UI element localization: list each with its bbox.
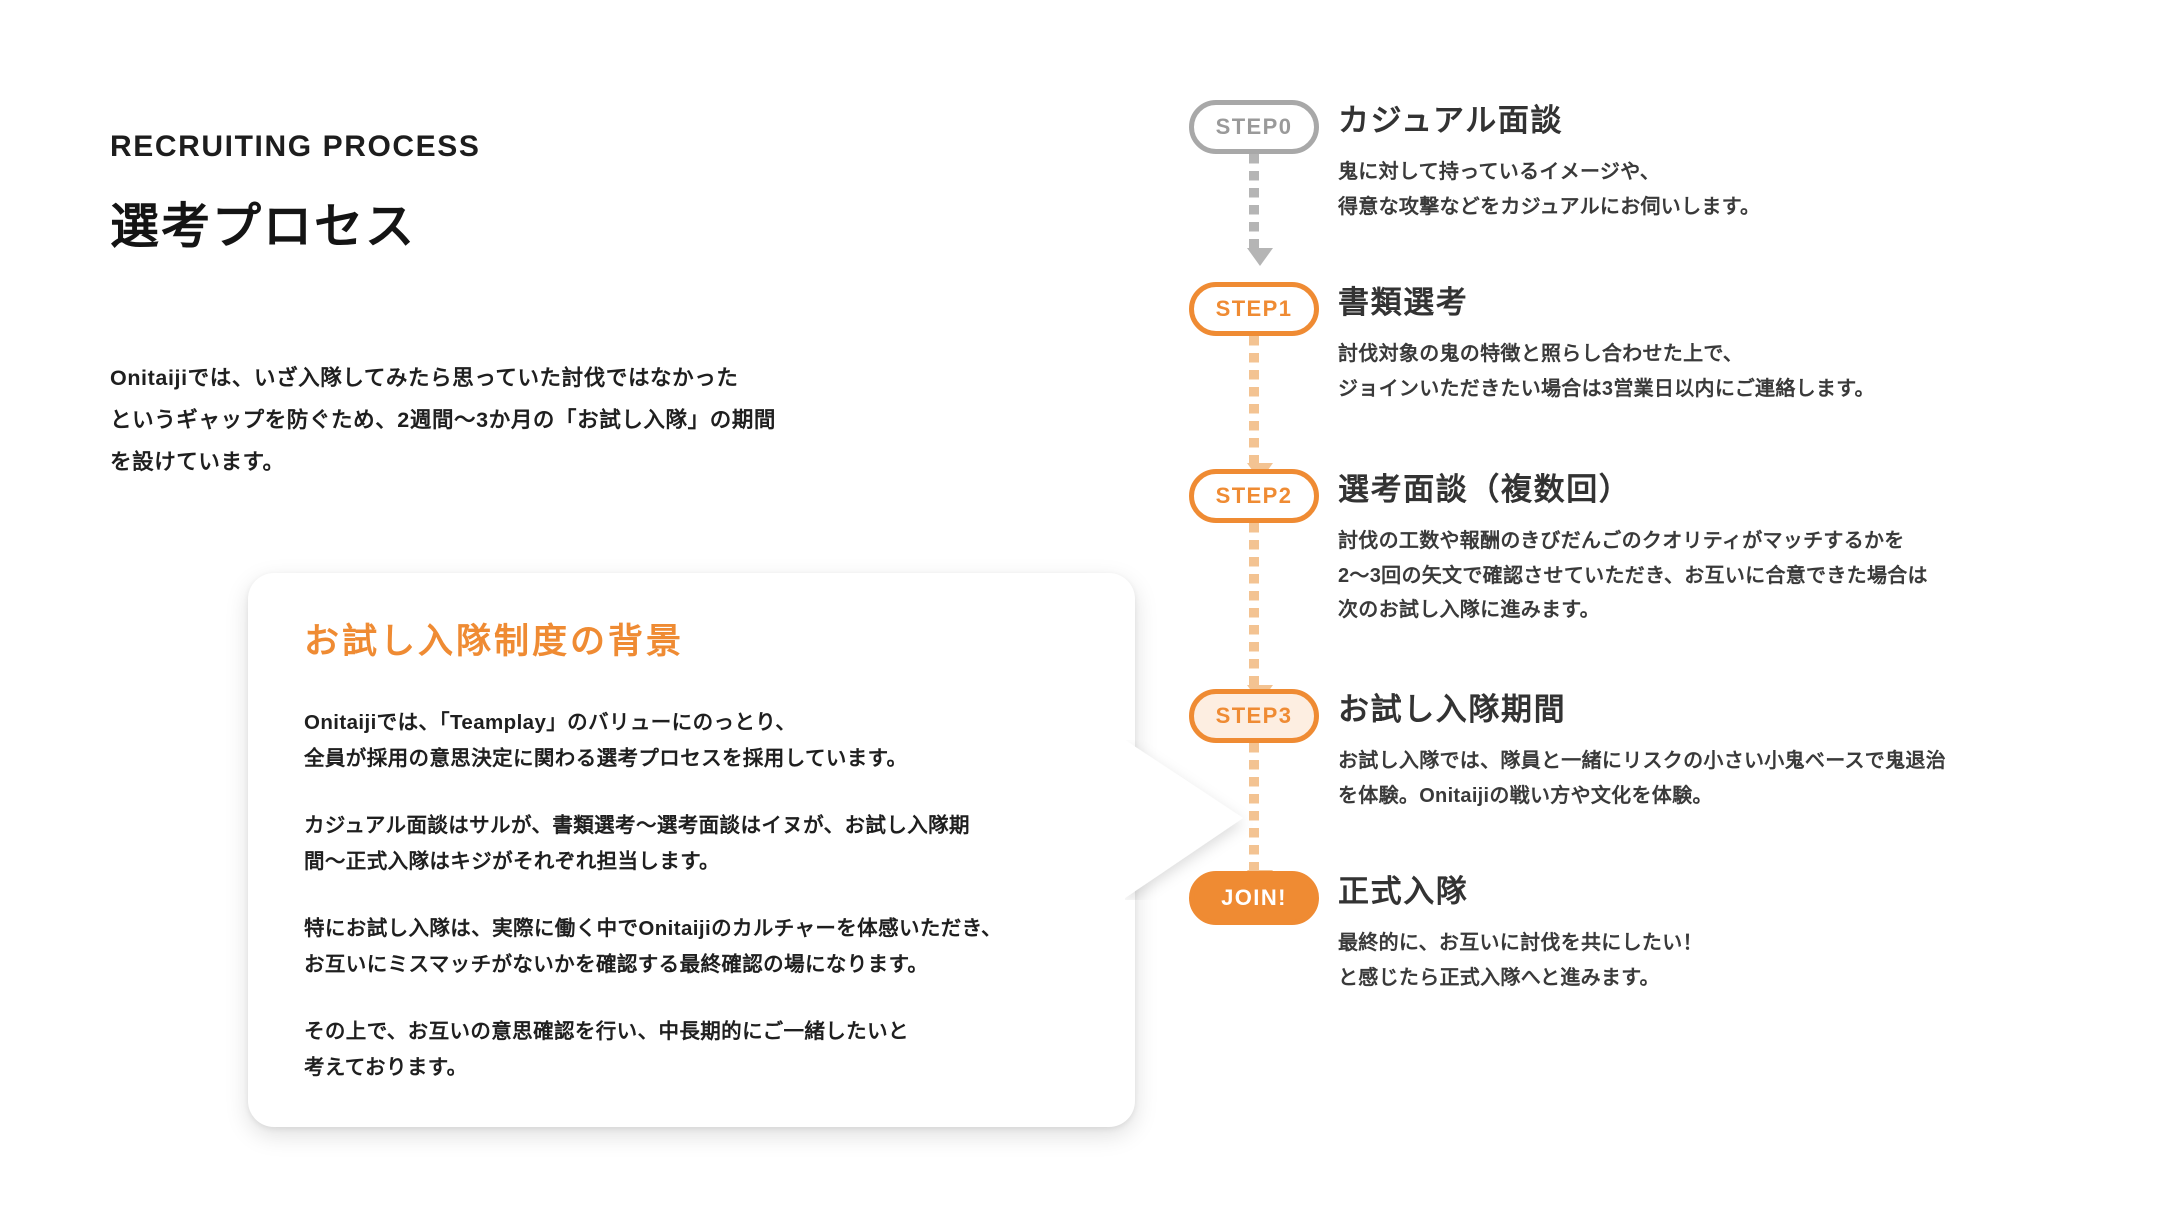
step-content: 選考面談（複数回） 討伐の工数や報酬のきびだんごのクオリティがマッチするかを 2… — [1328, 469, 1928, 627]
timeline-step: STEP2 選考面談（複数回） 討伐の工数や報酬のきびだんごのクオリティがマッチ… — [1180, 468, 2140, 703]
connector-step2-to-step3 — [1247, 522, 1273, 703]
timeline-step: STEP3 お試し入隊期間 お試し入隊では、隊員と一緒にリスクの小さい小鬼ベース… — [1180, 689, 2140, 889]
timeline-step: JOIN! 正式入隊 最終的に、お互いに討伐を共にしたい！ と感じたら正式入隊へ… — [1180, 871, 2140, 995]
callout-paragraph: 特にお試し入隊は、実際に働く中でOnitaijiのカルチャーを体感いただき、 お… — [304, 916, 1003, 977]
callout-paragraph: カジュアル面談はサルが、書類選考〜選考面談はイヌが、お試し入隊期 間〜正式入隊は… — [304, 813, 970, 874]
connector-step3-to-join — [1247, 743, 1273, 889]
step-badge-label: STEP0 — [1215, 114, 1293, 139]
timeline-step: STEP1 書類選考 討伐対象の鬼の特徴と照らし合わせた上で、 ジョインいただき… — [1180, 281, 2140, 481]
badge-column: JOIN! — [1180, 871, 1328, 926]
badge-column: STEP3 — [1180, 689, 1328, 889]
step-title: お試し入隊期間 — [1338, 692, 1567, 728]
step-description: 討伐対象の鬼の特徴と照らし合わせた上で、 ジョインいただきたい場合は3営業日以内… — [1338, 343, 1875, 400]
badge-column: STEP2 — [1180, 468, 1328, 703]
step-badge-step3[interactable]: STEP3 — [1189, 689, 1319, 744]
step-title: 書類選考 — [1338, 284, 1469, 320]
step-content: お試し入隊期間 お試し入隊では、隊員と一緒にリスクの小さい小鬼ベースで鬼退治 を… — [1328, 689, 1946, 813]
step-description: 討伐の工数や報酬のきびだんごのクオリティがマッチするかを 2〜3回の矢文で確認さ… — [1338, 530, 1928, 621]
callout-paragraph: Onitaijiでは、「Teamplay」のバリューにのっとり、 全員が採用の意… — [304, 711, 908, 771]
recruiting-timeline: STEP0 カジュアル面談 鬼に対して持っているイメージや、 得意な攻撃などをカ… — [1180, 100, 2140, 995]
badge-column: STEP1 — [1180, 281, 1328, 481]
timeline-step: STEP0 カジュアル面談 鬼に対して持っているイメージや、 得意な攻撃などをカ… — [1180, 100, 2140, 266]
connector-dots — [1249, 743, 1259, 871]
step-badge-label: STEP1 — [1215, 295, 1293, 321]
connector-dots — [1249, 335, 1259, 463]
step-badge-step1[interactable]: STEP1 — [1189, 281, 1319, 336]
step-badge-step0[interactable]: STEP0 — [1189, 100, 1319, 154]
connector-arrowhead-icon — [1247, 248, 1273, 266]
connector-step1-to-step2 — [1247, 335, 1273, 481]
callout-bubble: お試し入隊制度の背景 Onitaijiでは、「Teamplay」のバリューにのっ… — [248, 573, 1135, 1127]
step-description: 最終的に、お互いに討伐を共にしたい！ と感じたら正式入隊へと進みます。 — [1338, 932, 1703, 989]
left-column: RECRUITING PROCESS 選考プロセス Onitaijiでは、いざ入… — [110, 130, 1010, 474]
step-badge-label: JOIN! — [1221, 885, 1287, 911]
callout-paragraph: その上で、お互いの意思確認を行い、中長期的にご一緒したいと 考えております。 — [304, 1019, 909, 1080]
step-title: 選考面談（複数回） — [1338, 471, 1632, 507]
intro-paragraph: Onitaijiでは、いざ入隊してみたら思っていた討伐ではなかった というギャッ… — [110, 366, 777, 474]
step-badge-join[interactable]: JOIN! — [1189, 871, 1319, 926]
connector-dots — [1249, 154, 1259, 248]
callout-heading: お試し入隊制度の背景 — [304, 622, 685, 661]
step-title: カジュアル面談 — [1338, 103, 1564, 138]
section-eyebrow: RECRUITING PROCESS — [110, 130, 481, 163]
step-title: 正式入隊 — [1338, 874, 1469, 910]
badge-column: STEP0 — [1180, 100, 1328, 266]
step-content: 書類選考 討伐対象の鬼の特徴と照らし合わせた上で、 ジョインいただきたい場合は3… — [1328, 282, 1875, 406]
connector-step0-to-step1 — [1247, 154, 1273, 266]
connector-dots — [1249, 522, 1259, 685]
step-badge-step2[interactable]: STEP2 — [1189, 468, 1319, 523]
step-badge-label: STEP2 — [1215, 482, 1293, 508]
step-content: カジュアル面談 鬼に対して持っているイメージや、 得意な攻撃などをカジュアルにお… — [1328, 100, 1760, 224]
step-description: お試し入隊では、隊員と一緒にリスクの小さい小鬼ベースで鬼退治 を体験。Onita… — [1338, 750, 1946, 807]
step-badge-label: STEP3 — [1215, 703, 1293, 729]
step-description: 鬼に対して持っているイメージや、 得意な攻撃などをカジュアルにお伺いします。 — [1338, 161, 1761, 218]
page-title: 選考プロセス — [110, 200, 417, 254]
step-content: 正式入隊 最終的に、お互いに討伐を共にしたい！ と感じたら正式入隊へと進みます。 — [1328, 871, 1703, 995]
